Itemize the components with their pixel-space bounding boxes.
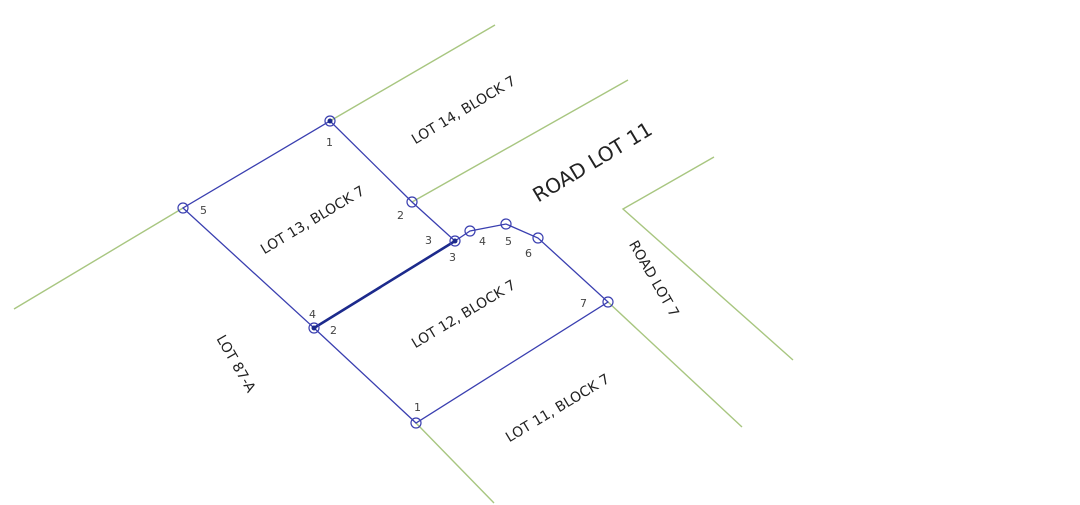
vertex-marker [464,225,476,237]
vertex-number: 3 [425,234,432,247]
vertex-marker [311,325,317,331]
vertex-marker [532,232,544,244]
lot-12-label: LOT 12, BLOCK 7 [409,277,519,352]
lot-13-label: LOT 13, BLOCK 7 [258,183,368,258]
road-lot-11-label: ROAD LOT 11 [528,117,656,207]
vertex-number: 2 [397,209,404,222]
vertex-number: 4 [479,235,486,248]
vertex-number: 1 [326,136,333,149]
vertex-number: 7 [580,297,587,310]
vertex-marker [308,322,320,334]
vertex-number: 1 [414,401,421,414]
adjacent-boundaries [13,24,794,504]
lot-11-label: LOT 11, BLOCK 7 [503,371,613,446]
vertex-number: 4 [309,308,316,321]
lot14-south-line [411,79,629,203]
lot-87a-label: LOT 87-A [213,333,259,396]
parcel-boundaries [181,120,610,424]
lot14-north-line [329,24,496,122]
road-labels: ROAD LOT 11 ROAD LOT 7 [528,117,681,320]
vertex-marker [327,118,333,124]
lot11-west-line [415,422,495,504]
vertex-marker [410,417,422,429]
vertex-number: 5 [505,235,512,248]
vertex-marker [602,296,614,308]
vertex-marker [449,235,461,247]
lot87a-north-line [13,207,184,310]
vertex-markers [177,115,614,429]
lot13-vertex-numbers: 1 2 3 4 5 [200,136,432,321]
lot-14-label: LOT 14, BLOCK 7 [409,73,519,148]
vertex-number: 3 [449,251,456,264]
road-lot-7-east-line [621,156,794,361]
vertex-marker [500,218,512,230]
road-lot-7-label: ROAD LOT 7 [625,238,682,320]
vertex-marker [177,202,189,214]
vertex-number: 5 [200,204,207,217]
vertex-number: 6 [525,247,532,260]
vertex-marker [324,115,336,127]
vertex-marker [406,196,418,208]
lot12-lot13-shared-boundary [313,239,456,330]
lot11-east-line [607,301,743,428]
vertex-number: 2 [330,324,337,337]
lot12-boundary [313,223,610,424]
vertex-marker [452,238,458,244]
lot-labels: LOT 14, BLOCK 7 LOT 13, BLOCK 7 LOT 12, … [213,73,613,446]
lot12-vertex-numbers: 1 2 3 4 5 6 7 [330,235,587,414]
